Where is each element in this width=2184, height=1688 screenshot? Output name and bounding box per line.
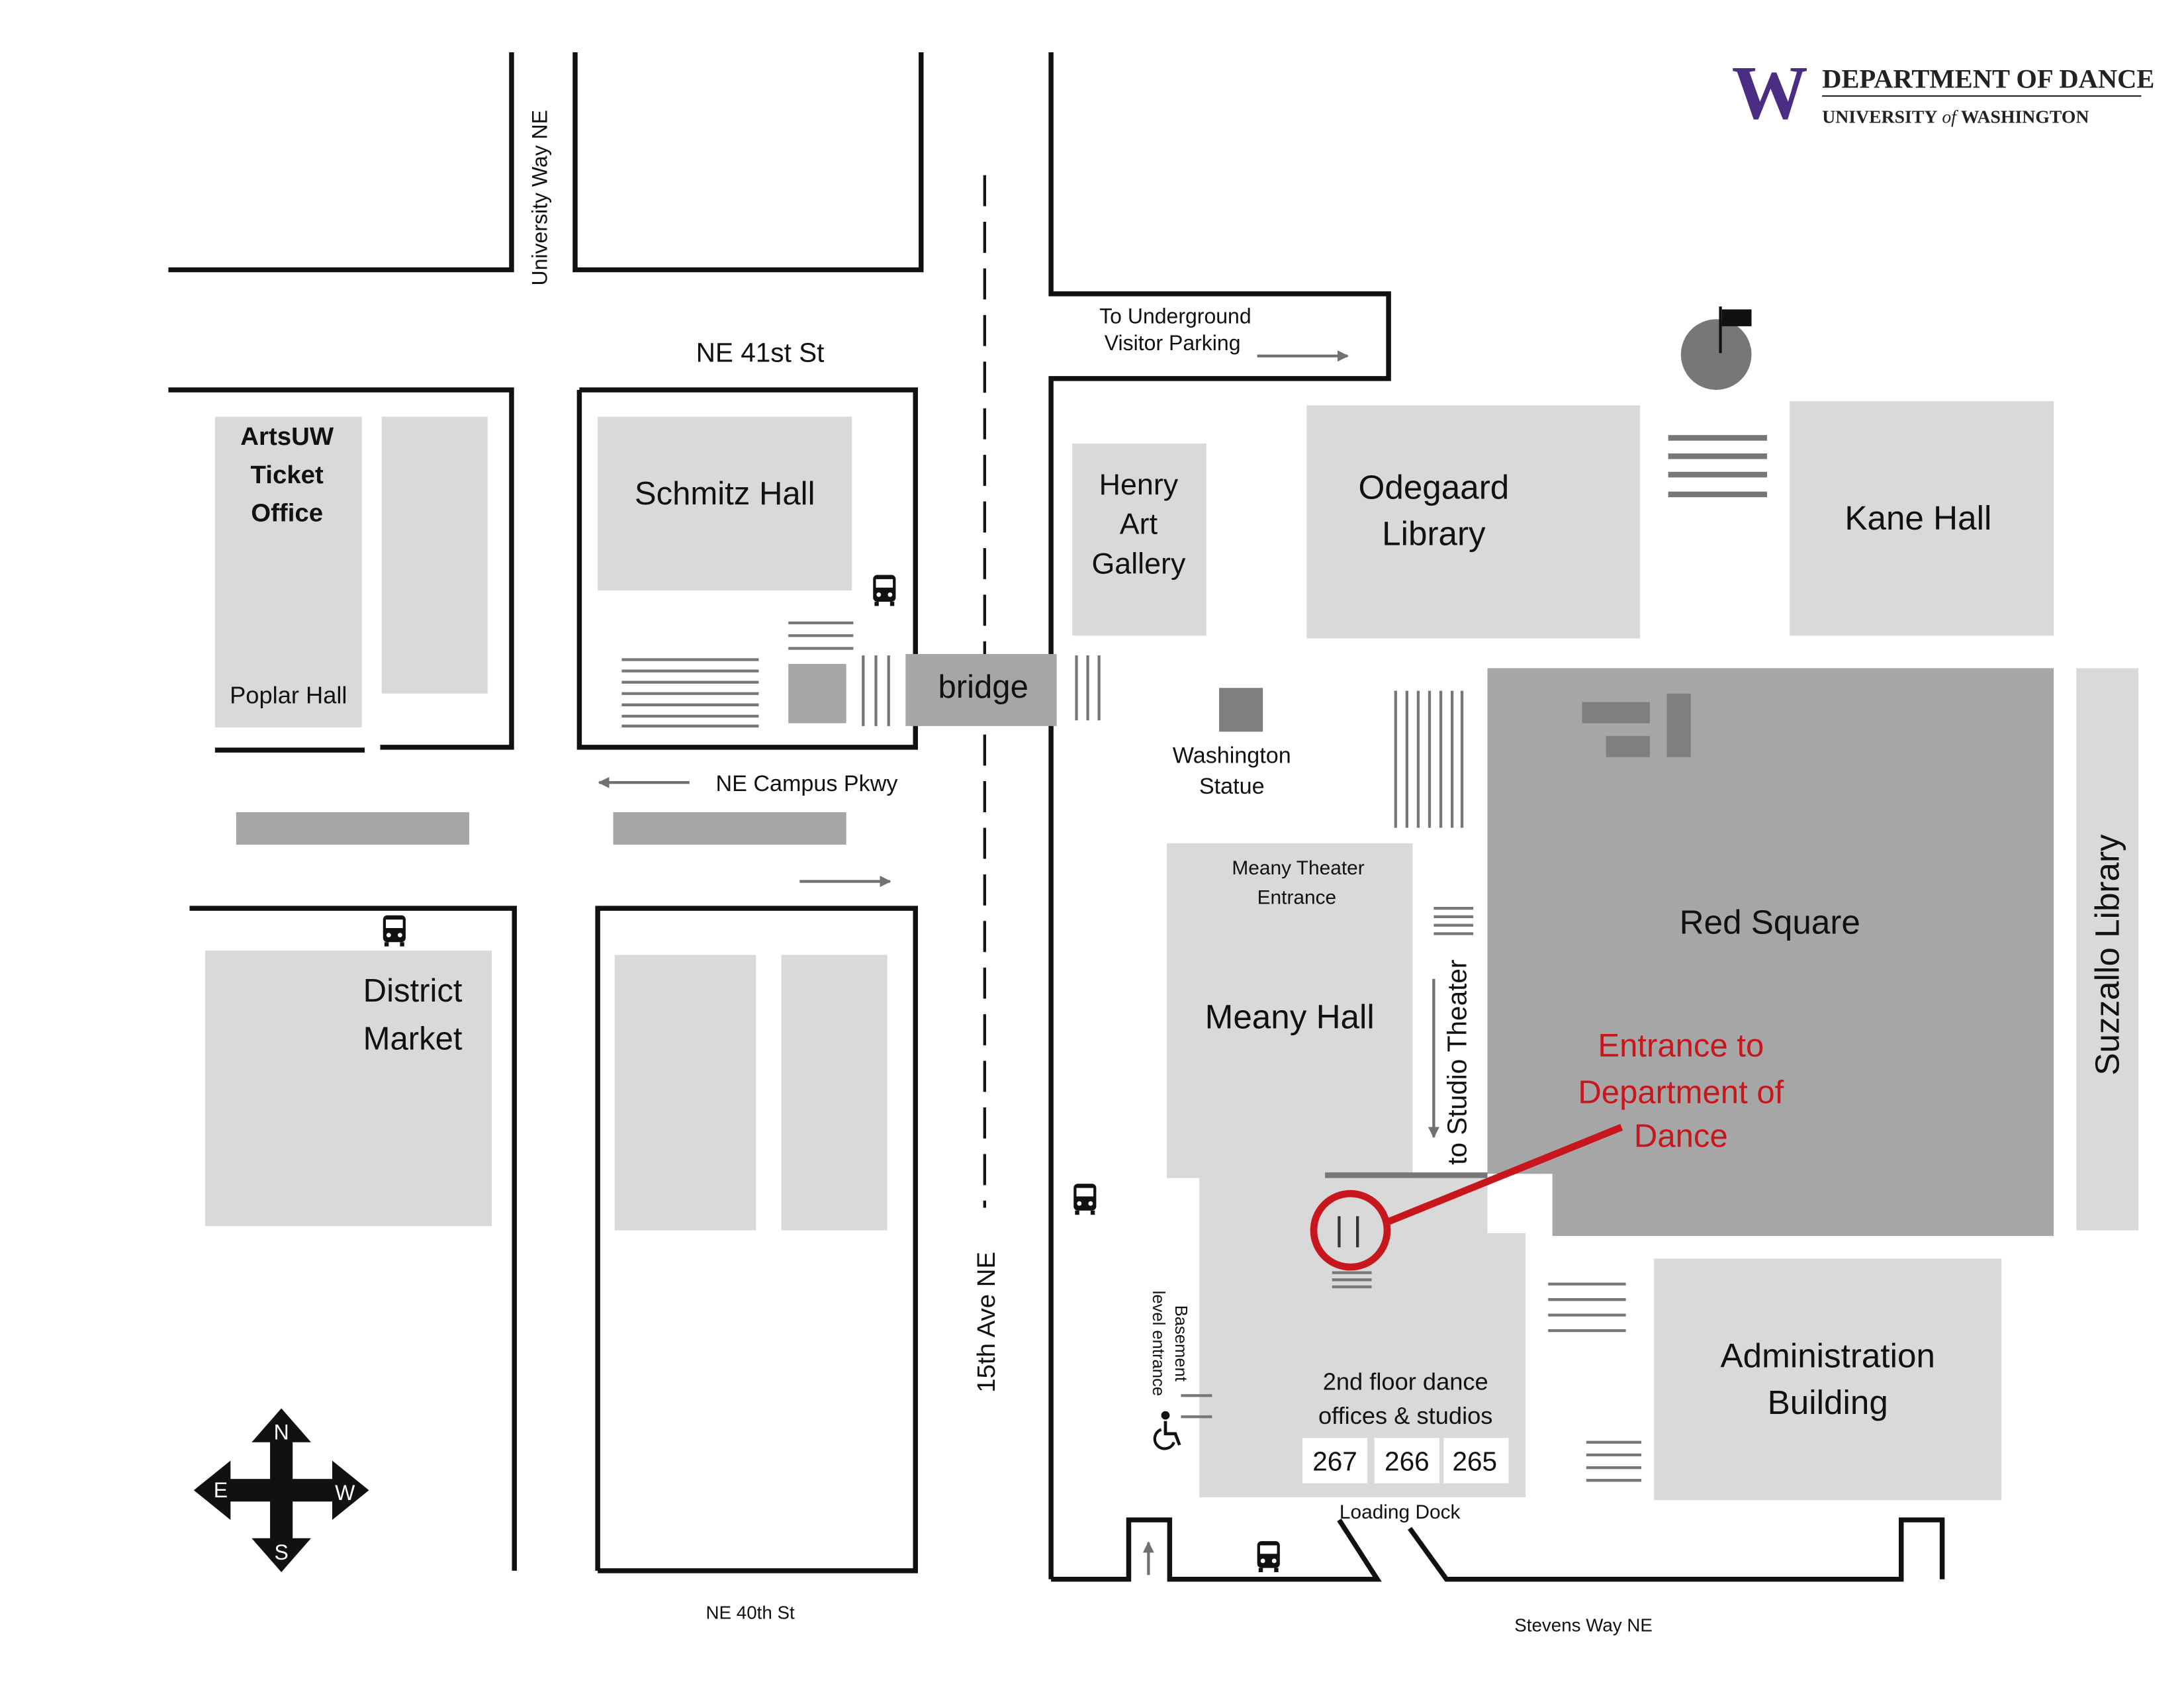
red-square-plaza[interactable]: Red Square	[1487, 668, 2054, 1237]
bus-icon[interactable]	[1257, 1541, 1280, 1573]
room-266[interactable]: 266	[1374, 1438, 1439, 1483]
meany-hall-building[interactable]: Meany Theater Entrance Meany Hall	[1167, 843, 1526, 1497]
district-market-label-2: Market	[363, 1021, 463, 1056]
median-2	[613, 812, 846, 845]
odegaard-library-building[interactable]: Odegaard Library	[1306, 405, 1640, 639]
visitor-parking-sign[interactable]: To Underground Visitor Parking	[1099, 305, 1349, 362]
administration-label-2: Building	[1768, 1383, 1888, 1421]
building-unnamed-1	[381, 416, 488, 694]
ticket-office-label-3: Office	[251, 498, 323, 527]
room-267-label: 267	[1312, 1446, 1357, 1476]
washington-statue[interactable]: Washington Statue	[1173, 688, 1291, 799]
median-1	[236, 812, 469, 845]
henry-label-3: Gallery	[1091, 547, 1185, 580]
dance-studios-area[interactable]: 2nd floor dance offices & studios 267 26…	[1302, 1368, 1509, 1483]
henry-label-1: Henry	[1099, 468, 1179, 501]
studio-theater-direction: to Studio Theater	[1428, 960, 1472, 1165]
parking-label-2: Visitor Parking	[1105, 331, 1241, 355]
bridge[interactable]: bridge	[905, 653, 1057, 726]
accessible-icon	[1153, 1411, 1181, 1450]
campus-pkwy-label-group: NE Campus Pkwy	[598, 771, 897, 888]
logo-line2: UNIVERSITY of WASHINGTON	[1822, 107, 2089, 128]
compass-s: S	[274, 1540, 288, 1564]
loading-dock: Loading Dock	[1340, 1501, 1461, 1523]
callout-label-2: Department of	[1578, 1075, 1784, 1111]
dance-entrance-marker[interactable]	[1310, 1190, 1391, 1271]
meany-entrance-label-1: Meany Theater	[1232, 857, 1364, 879]
logo-w-mark: W	[1732, 50, 1808, 135]
meany-entrance-label-2: Entrance	[1257, 887, 1337, 909]
street-ne-41st: NE 41st St	[696, 337, 825, 367]
schmitz-hall-building[interactable]: Schmitz Hall	[598, 416, 852, 590]
studio-theater-label: to Studio Theater	[1441, 960, 1472, 1165]
basement-label-2: level entrance	[1149, 1291, 1167, 1396]
kane-hall-building[interactable]: Kane Hall	[1790, 401, 2054, 636]
callout-label-3: Dance	[1634, 1119, 1728, 1154]
bus-icon[interactable]	[383, 915, 406, 947]
flag-icon	[1721, 309, 1752, 326]
room-265-label: 265	[1452, 1446, 1497, 1476]
ticket-office-label-1: ArtsUW	[240, 422, 334, 451]
parking-label-1: To Underground	[1099, 305, 1251, 328]
flagpole	[1680, 306, 1752, 390]
administration-building[interactable]: Administration Building	[1654, 1258, 2002, 1501]
district-market-label-1: District	[363, 973, 463, 1009]
odegaard-label-1: Odegaard	[1359, 468, 1510, 506]
administration-label-1: Administration	[1721, 1337, 1935, 1375]
loading-dock-label: Loading Dock	[1340, 1501, 1461, 1523]
street-lines	[168, 52, 1945, 1582]
ticket-office-label-2: Ticket	[251, 461, 324, 489]
room-266-label: 266	[1385, 1446, 1430, 1476]
street-ne-40th: NE 40th St	[706, 1602, 795, 1622]
statue-label-2: Statue	[1199, 774, 1265, 799]
schmitz-annex	[788, 663, 846, 724]
room-265[interactable]: 265	[1443, 1438, 1509, 1483]
stairs-schmitz	[621, 621, 1101, 727]
poplar-hall-label: Poplar Hall	[230, 682, 347, 709]
dance-studios-label-1: 2nd floor dance	[1323, 1368, 1488, 1395]
street-campus-pkwy: NE Campus Pkwy	[715, 771, 897, 796]
henry-art-gallery-building[interactable]: Henry Art Gallery	[1072, 444, 1206, 636]
stairs-dance	[1181, 1271, 1642, 1482]
compass-icon: N S E W	[193, 1408, 369, 1573]
basement-entrance[interactable]: Basement level entrance	[1149, 1291, 1190, 1450]
bus-icon[interactable]	[1073, 1184, 1097, 1215]
street-stevens-way: Stevens Way NE	[1514, 1615, 1653, 1636]
dance-studios-label-2: offices & studios	[1318, 1402, 1492, 1429]
room-267[interactable]: 267	[1302, 1438, 1368, 1483]
stairs-red-square-west	[1394, 690, 1474, 935]
logo-line1: DEPARTMENT OF DANCE	[1822, 64, 2154, 93]
bridge-label: bridge	[938, 669, 1028, 705]
suzzallo-library-building[interactable]: Suzzallo Library	[2076, 668, 2139, 1231]
street-university-way: University Way NE	[527, 110, 551, 286]
basement-label-1: Basement	[1171, 1305, 1190, 1382]
suzzallo-label: Suzzallo Library	[2088, 834, 2126, 1076]
dance-entrance-callout[interactable]: Entrance to Department of Dance	[1310, 1028, 1784, 1271]
department-logo[interactable]: W DEPARTMENT OF DANCE UNIVERSITY of WASH…	[1732, 50, 2155, 135]
compass-w: W	[335, 1481, 355, 1505]
compass-e: E	[214, 1478, 228, 1502]
red-square-label: Red Square	[1680, 904, 1860, 941]
statue-label-1: Washington	[1173, 743, 1291, 768]
meany-hall-label: Meany Hall	[1205, 998, 1375, 1035]
odegaard-label-2: Library	[1382, 515, 1486, 553]
kane-hall-label: Kane Hall	[1844, 499, 1991, 537]
flag-base-icon	[1680, 319, 1752, 390]
stairs-kane	[1668, 435, 1767, 498]
street-15th-ave: 15th Ave NE	[972, 1252, 1001, 1393]
schmitz-hall-label: Schmitz Hall	[635, 476, 815, 512]
building-unnamed-3	[781, 955, 887, 1231]
building-unnamed-2	[614, 955, 756, 1231]
henry-label-2: Art	[1120, 508, 1158, 541]
callout-label-1: Entrance to	[1598, 1028, 1764, 1064]
compass-n: N	[274, 1420, 289, 1444]
bus-icon[interactable]	[873, 575, 896, 606]
ticket-office-building[interactable]: ArtsUW Ticket Office Poplar Hall	[214, 416, 362, 727]
district-market-building[interactable]: District Market	[205, 951, 492, 1227]
